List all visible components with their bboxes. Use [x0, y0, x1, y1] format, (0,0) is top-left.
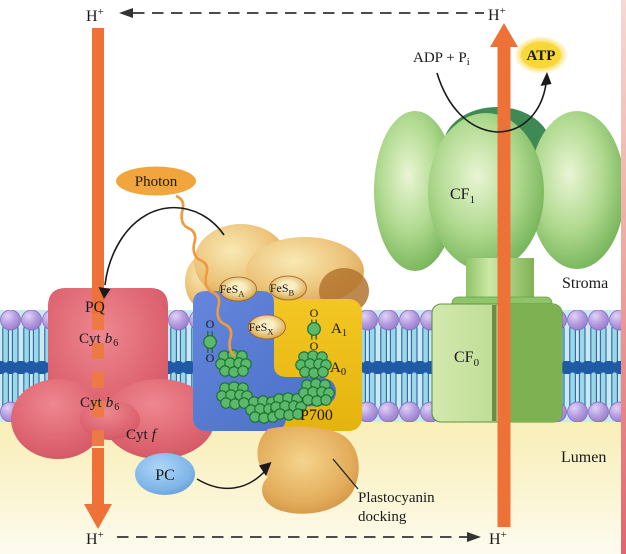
oxygen-atom-label: O — [310, 306, 319, 320]
cf1-label: CF1 — [450, 186, 475, 206]
plastocyanin: PC — [135, 453, 195, 495]
a0-label: A0 — [330, 360, 346, 378]
proton-flow-arrow-left — [84, 28, 112, 529]
plastocyanin-docking-label-line1: Plastocyanin — [358, 490, 435, 506]
svg-text:FeSB: FeSB — [270, 281, 295, 298]
cf0-channel — [431, 303, 563, 423]
svg-text:FeSA: FeSA — [220, 282, 246, 299]
oxygen-atom-label: O — [310, 339, 319, 353]
oxygen-atom-label: O — [206, 317, 215, 331]
cytochrome-b6f-complex — [11, 288, 215, 459]
pc-label: PC — [155, 467, 175, 484]
cf1-right-lobe — [529, 111, 625, 269]
plastocyanin-docking-label-line2: docking — [358, 509, 407, 525]
photon-badge: Photon — [116, 166, 196, 196]
adp-to-atp-arrow — [436, 72, 552, 133]
cf1-center-lobe — [428, 113, 544, 271]
quinone-molecule-A1: O O — [307, 306, 321, 353]
lumen-label: Lumen — [561, 449, 606, 466]
bottom-dashed-proton-path — [117, 532, 481, 542]
proton-label-top-right: H+ — [488, 5, 506, 24]
a1-label: A1 — [331, 321, 347, 339]
chlorophyll-cluster — [216, 381, 253, 410]
proton-label-top-left: H+ — [86, 6, 104, 25]
proton-flow-arrow-right — [490, 23, 518, 527]
cf1-left-lobe — [374, 111, 456, 271]
photosystem-I-complex: O O O O FeSA FeSB — [185, 224, 369, 514]
svg-text:FeSX: FeSX — [249, 320, 274, 337]
atp-label: ATP — [527, 48, 556, 64]
fes-center-X: FeSX — [248, 314, 286, 340]
fes-center-B: FeSB — [269, 275, 307, 301]
chlorophyll-cluster-A0 — [295, 350, 332, 379]
quinone-molecule-blue: O O — [203, 317, 217, 365]
adp-pi-label: ADP + Pi — [413, 50, 470, 68]
docking-pointer-line — [332, 458, 359, 490]
photon-label: Photon — [135, 174, 178, 190]
electron-return-arrow — [98, 206, 225, 299]
pc-to-docking-arrow — [196, 462, 272, 490]
oxygen-atom-label: O — [206, 351, 215, 365]
chlorophyll-cluster-P700 — [298, 378, 335, 407]
pq-label: PQ — [85, 299, 105, 316]
plastocyanin-docking-lobe — [257, 426, 359, 514]
cf0-label: CF0 — [454, 349, 480, 369]
page-edge-strip — [621, 0, 626, 554]
atp-badge: ATP — [514, 36, 568, 74]
stroma-label: Stroma — [562, 275, 608, 292]
proton-label-bottom-right: H+ — [489, 529, 507, 548]
top-dashed-proton-path — [119, 8, 484, 18]
photon-wave-arrow — [175, 194, 236, 358]
p700-label: P700 — [300, 407, 333, 424]
fes-center-A: FeSA — [219, 276, 257, 302]
proton-label-bottom-left: H+ — [86, 529, 104, 548]
